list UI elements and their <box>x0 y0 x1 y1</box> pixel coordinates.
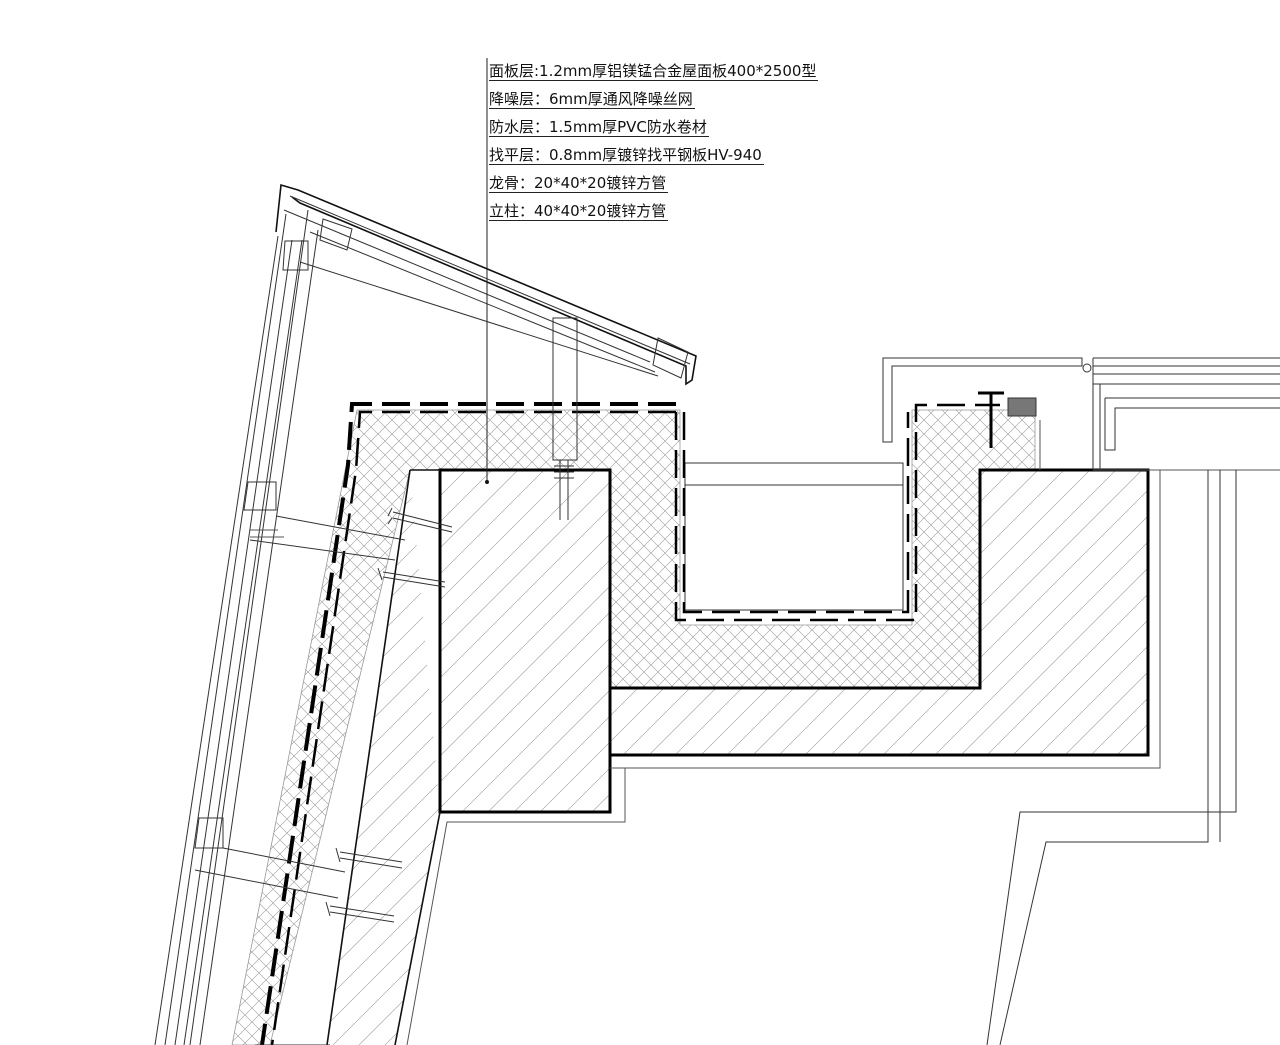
roof-panel-assembly <box>154 183 697 1045</box>
callout-waterproof-layer: 防水层：1.5mm厚PVC防水卷材 <box>489 118 709 137</box>
right-structure-lines <box>986 470 1237 1045</box>
right-coping <box>882 357 1280 471</box>
gutter <box>674 403 1000 622</box>
callout-leader <box>485 58 489 484</box>
callout-leveling-layer: 找平层：0.8mm厚镀锌找平钢板HV-940 <box>489 146 764 165</box>
concrete-structure <box>326 468 1161 1045</box>
waterproof-membrane <box>260 402 676 1045</box>
callout-column: 立柱：40*40*20镀锌方管 <box>489 202 669 221</box>
anchor-bolts <box>325 460 574 923</box>
callout-noise-layer: 降噪层：6mm厚通风降噪丝网 <box>489 90 695 109</box>
callout-keel: 龙骨：20*40*20镀锌方管 <box>489 174 669 193</box>
callout-panel-layer: 面板层:1.2mm厚铝镁锰合金屋面板400*2500型 <box>489 62 819 81</box>
